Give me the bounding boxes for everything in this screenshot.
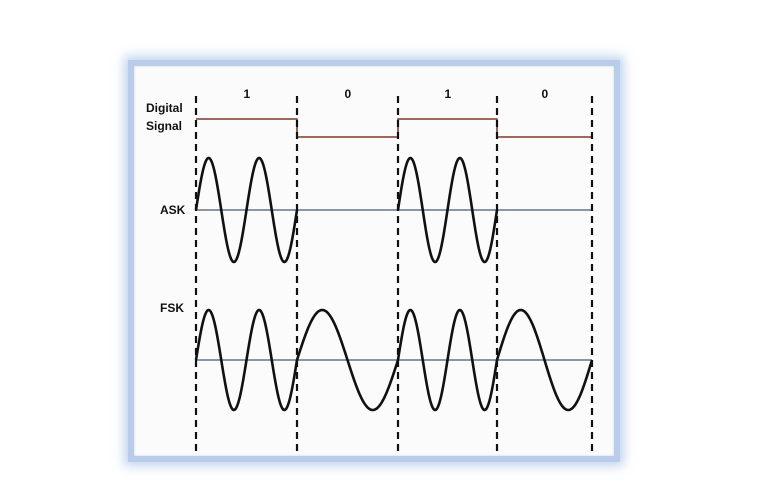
bit-label: 0 — [345, 87, 352, 101]
figure-frame — [128, 60, 620, 462]
fsk-waveform — [194, 308, 594, 412]
ask-waveform — [194, 156, 499, 264]
bit-label: 1 — [445, 87, 452, 101]
digital-signal-waveform — [196, 118, 592, 138]
bit-labels: 1 0 1 0 — [244, 87, 549, 101]
bit-label: 0 — [542, 87, 549, 101]
ask-label: ASK — [160, 203, 186, 217]
fsk-label: FSK — [160, 301, 184, 315]
digital-signal-label-line2: Signal — [146, 119, 182, 133]
bit-dividers — [194, 96, 594, 452]
digital-signal-label-line1: Digital — [146, 101, 183, 115]
bit-label: 1 — [244, 87, 251, 101]
